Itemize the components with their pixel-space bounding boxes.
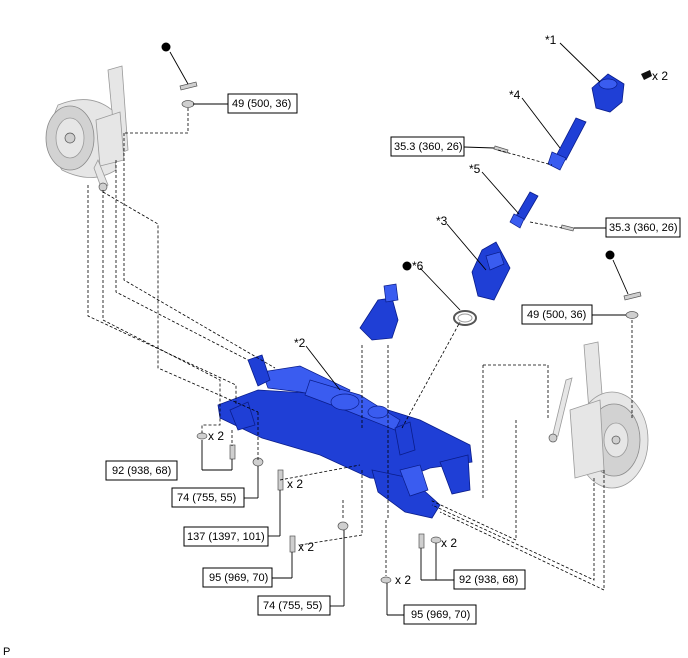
clip (641, 70, 652, 80)
svg-text:74 (755, 55): 74 (755, 55) (177, 492, 236, 504)
dashed-assembly-lines (87, 108, 633, 591)
torque-box-rear-small-bolt: 95 (969, 70) (403, 604, 477, 625)
svg-text:74 (755, 55): 74 (755, 55) (263, 600, 322, 612)
torque-box-bolt-upper: 35.3 (360, 26) (390, 136, 465, 157)
callout-1: *1 (545, 33, 557, 47)
torque-box-rear-bolt-pair: 92 (938, 68) (453, 569, 526, 590)
svg-text:35.3 (360, 26): 35.3 (360, 26) (394, 141, 463, 153)
callout-5: *5 (469, 162, 481, 176)
torque-box-front-nut: 74 (755, 55) (171, 487, 245, 508)
qty-clip: x 2 (652, 69, 668, 83)
torque-box-rear-nut: 74 (755, 55) (257, 595, 331, 616)
part-1-cover (591, 73, 625, 113)
qty-long-bolt: x 2 (287, 477, 303, 491)
black-dot-marker (161, 42, 171, 52)
svg-text:35.3 (360, 26): 35.3 (360, 26) (609, 222, 678, 234)
svg-text:95 (969, 70): 95 (969, 70) (209, 572, 268, 584)
front-suspension-crossmember (217, 354, 473, 519)
svg-text:95 (969, 70): 95 (969, 70) (411, 609, 470, 621)
callout-6: *6 (412, 259, 424, 273)
callout-2: *2 (294, 336, 306, 350)
leader-lines (169, 42, 629, 616)
fastener-right-nut (625, 311, 639, 319)
qty-small-bolt: x 2 (298, 540, 314, 554)
torque-box-bolt-lower: 35.3 (360, 26) (605, 217, 681, 238)
right-steering-knuckle (548, 341, 649, 489)
torque-box-left-nut: 49 (500, 36) (227, 93, 298, 114)
black-dot-marker (605, 250, 615, 260)
torque-box-right-nut: 49 (500, 36) (521, 304, 593, 325)
steering-gear-bracket (359, 283, 399, 341)
part-6-ring (453, 310, 477, 326)
fastener-left-pin (179, 81, 198, 91)
svg-text:92 (938, 68): 92 (938, 68) (112, 465, 171, 477)
part-5-yoke (509, 191, 539, 229)
torque-box-long-bolt: 137 (1397, 101) (183, 526, 269, 547)
figure-code: P (3, 646, 10, 658)
svg-text:92 (938, 68): 92 (938, 68) (459, 574, 518, 586)
qty-front-bolt: x 2 (208, 429, 224, 443)
callout-4: *4 (509, 88, 521, 102)
fastener-bolt-upper (493, 145, 509, 154)
part-3-steering-boot (471, 241, 511, 301)
fastener-right-pin (623, 291, 642, 301)
svg-text:49 (500, 36): 49 (500, 36) (232, 98, 291, 110)
part-4-intermediate-shaft (547, 117, 587, 171)
qty-rear-pair: x 2 (441, 536, 457, 550)
black-dot-marker (402, 261, 412, 271)
fastener-bolt-lower (560, 224, 575, 232)
svg-text:137 (1397, 101): 137 (1397, 101) (187, 531, 265, 543)
torque-box-small-bolt: 95 (969, 70) (202, 567, 273, 588)
callout-3: *3 (436, 214, 448, 228)
fastener-left-nut (181, 100, 195, 108)
qty-rear-small: x 2 (395, 573, 411, 587)
torque-box-front-bolt: 92 (938, 68) (105, 460, 178, 481)
svg-text:49 (500, 36): 49 (500, 36) (527, 309, 586, 321)
left-steering-knuckle (45, 65, 129, 192)
